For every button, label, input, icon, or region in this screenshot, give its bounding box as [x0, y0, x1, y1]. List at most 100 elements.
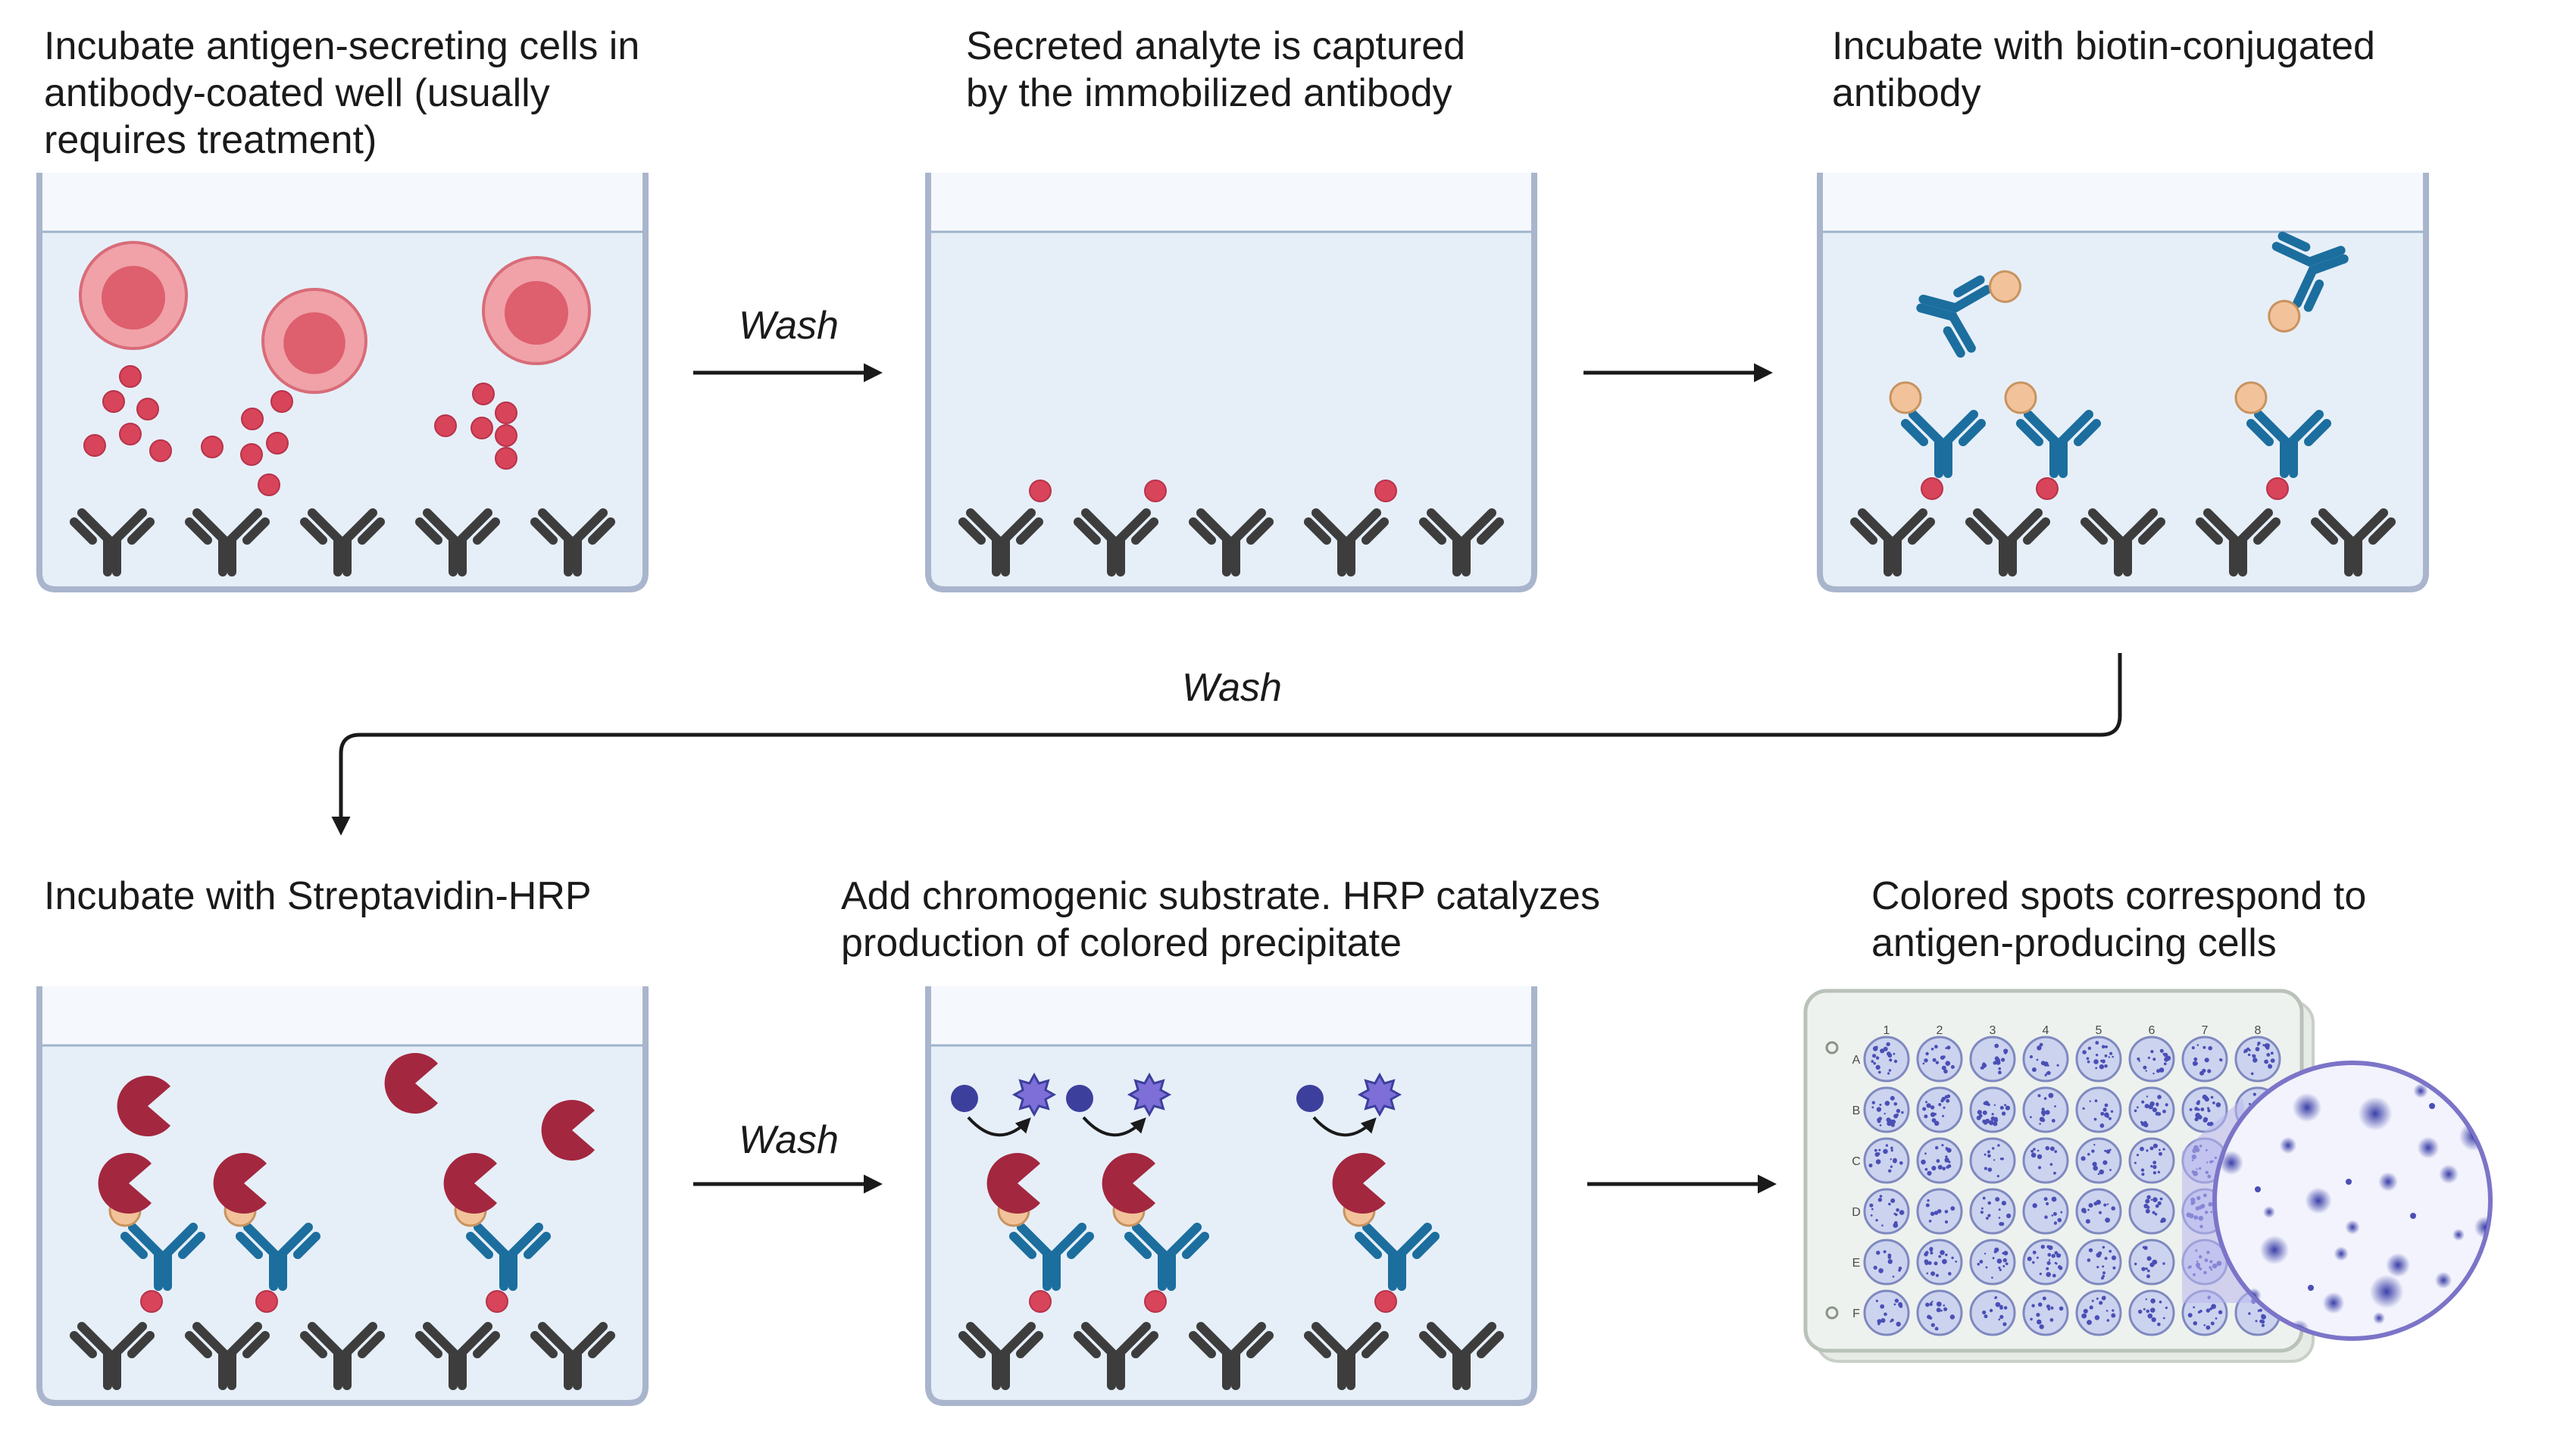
plate-spot [1982, 1119, 1987, 1123]
well-step2 [925, 173, 1537, 592]
plate-spot [1983, 1101, 1987, 1105]
plate-spot [2030, 1116, 2032, 1118]
plate-spot [2141, 1267, 2146, 1271]
plate-spot [1888, 1169, 1892, 1173]
plate-spot [2206, 1325, 2211, 1330]
magnified-spot [2369, 1274, 2404, 1309]
plate-spot [1944, 1210, 1949, 1214]
plate-corner-marker [1825, 1041, 1839, 1055]
plate-spot [2108, 1056, 2110, 1058]
capture-antibody [2196, 508, 2281, 576]
plate-spot [1944, 1095, 1949, 1099]
plate-spot [1925, 1101, 1927, 1104]
plate-spot [2046, 1304, 2051, 1309]
plate-spot [2157, 1201, 2162, 1205]
plate-spot [1996, 1174, 1999, 1178]
plate-spot [2203, 1117, 2209, 1122]
magnified-spot [2345, 1220, 2360, 1235]
plate-spot [2163, 1052, 2168, 1058]
plate-spot [1875, 1159, 1881, 1164]
detection-antibody-shape [2246, 410, 2331, 478]
plate-spot [2049, 1163, 2053, 1166]
plate-spot [2208, 1045, 2212, 1051]
plate-spot [2145, 1070, 2147, 1072]
plate-column-label: 8 [2255, 1024, 2262, 1037]
plate-column-label: 2 [1937, 1024, 1943, 1037]
plate-spot [2248, 1312, 2251, 1315]
capture-antibody [1189, 1322, 1274, 1390]
plate-spot [2109, 1249, 2112, 1253]
plate-spot [2089, 1305, 2093, 1310]
plate-spot [2146, 1309, 2150, 1314]
streptavidin-hrp [117, 1076, 170, 1136]
plate-spot [2157, 1095, 2162, 1099]
plate-spot [1987, 1150, 1990, 1154]
plate-spot [2048, 1259, 2051, 1261]
plate-spot [1955, 1261, 1958, 1263]
plate-spot [2140, 1168, 2145, 1172]
plate-spot [1875, 1064, 1880, 1070]
plate-spot [1987, 1214, 1991, 1217]
plate-spot [1946, 1098, 1950, 1103]
well-headspace [1823, 173, 2423, 232]
plate-row-label: F [1852, 1308, 1860, 1320]
plate-spot [1934, 1261, 1938, 1266]
plate-spot [2087, 1152, 2090, 1156]
plate-spot [2039, 1324, 2044, 1329]
plate-spot [2162, 1148, 2165, 1151]
plate-spot [2032, 1250, 2037, 1254]
cell-nucleus [505, 281, 568, 345]
captured-analyte [1029, 1290, 1052, 1313]
magnified-spot [2378, 1172, 2398, 1192]
plate-spot [2147, 1269, 2150, 1273]
plate-spot [2145, 1298, 2147, 1301]
plate-spot [2194, 1107, 2199, 1111]
plate-spot [2039, 1042, 2043, 1047]
plate-well [2022, 1239, 2069, 1286]
plate-spot [1895, 1113, 1899, 1117]
secreted-analyte [495, 424, 517, 447]
captured-analyte [255, 1290, 278, 1313]
plate-spot [1875, 1056, 1880, 1060]
plate-spot [1893, 1052, 1896, 1055]
plate-spot [2003, 1306, 2008, 1310]
plate-spot [1930, 1048, 1934, 1051]
plate-spot [1950, 1206, 1955, 1211]
plate-spot [2049, 1146, 2055, 1151]
plate-spot [2134, 1262, 2137, 1266]
plate-spot [1936, 1308, 1941, 1313]
secreted-analyte [495, 447, 517, 470]
plate-spot [2137, 1057, 2140, 1061]
plate-spot [1877, 1198, 1883, 1202]
plate-spot [2051, 1119, 2055, 1123]
detection-antibody-shape [2271, 231, 2349, 312]
plate-spot [2255, 1320, 2258, 1323]
plate-spot [2046, 1272, 2051, 1277]
plate-spot [2037, 1302, 2043, 1307]
plate-spot [1884, 1101, 1890, 1106]
well-step4 [36, 986, 649, 1406]
plate-spot [1878, 1148, 1881, 1151]
magnified-spot [2439, 1164, 2459, 1184]
plate-spot [2203, 1324, 2206, 1326]
plate-spot [2215, 1317, 2218, 1320]
plate-spot [2036, 1256, 2039, 1259]
plate-spot [2199, 1070, 2205, 1076]
secreted-analyte [102, 390, 125, 413]
plate-spot [2044, 1215, 2048, 1219]
secreted-analyte [434, 414, 457, 437]
magnified-spot [2334, 1246, 2349, 1261]
plate-spot [2057, 1217, 2062, 1223]
plate-spot [1984, 1314, 1988, 1319]
plate-spot [2093, 1117, 2097, 1121]
plate-spot [1890, 1123, 1895, 1127]
plate-spot [2049, 1318, 2054, 1322]
plate-spot [1942, 1167, 1946, 1170]
plate-spot [2152, 1197, 2158, 1202]
plate-spot [2039, 1273, 2042, 1276]
plate-spot [1871, 1106, 1874, 1109]
plate-spot [1931, 1118, 1937, 1123]
detection-antibody-shape [1009, 1223, 1094, 1291]
plate-column-label: 1 [1884, 1024, 1890, 1037]
plate-spot [2043, 1061, 2049, 1067]
